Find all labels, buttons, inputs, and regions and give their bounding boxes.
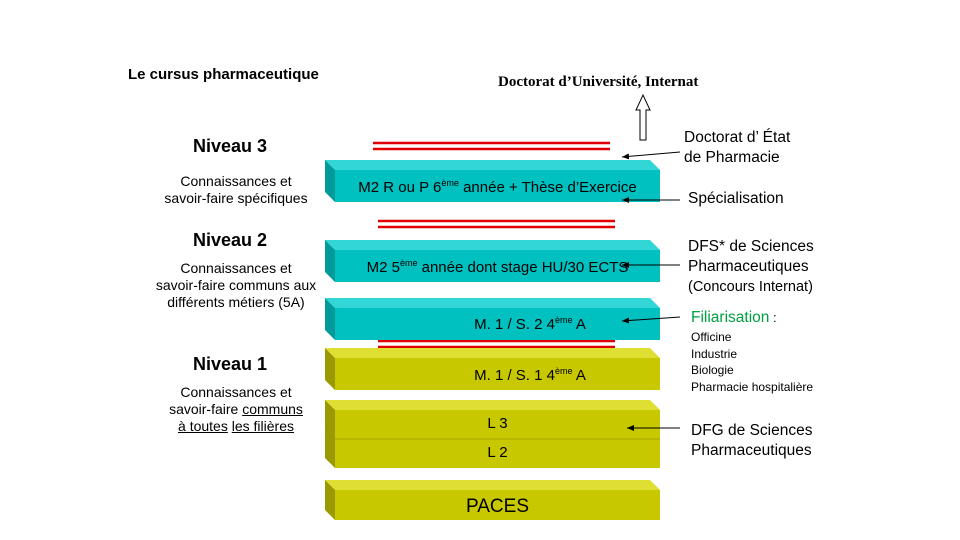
slab-m1-s1-label: M. 1 / S. 1 4ème A xyxy=(474,366,586,384)
page-title: Le cursus pharmaceutique xyxy=(128,66,319,83)
slab-m1-s2 xyxy=(325,298,660,340)
dfs-label: DFS* de Sciences Pharmaceutiques (Concou… xyxy=(688,238,814,295)
slab-m2-5 xyxy=(325,240,660,282)
filieres-list: Officine Industrie Biologie Pharmacie ho… xyxy=(691,329,813,395)
level-1-heading: Niveau 1 xyxy=(192,354,268,374)
level-1-description: Connaissances et savoir-faire communs à … xyxy=(169,384,303,434)
slab-l2-label: L 2 xyxy=(487,444,508,461)
slab-m2-r-label: M2 R ou P 6ème année + Thèse d’Exercice xyxy=(358,178,637,196)
slab-m1-s2-label: M. 1 / S. 2 4ème A xyxy=(474,315,586,333)
slab-m2-5-label: M2 5ème année dont stage HU/30 ECTS xyxy=(366,258,629,276)
slab-l3-label: L 3 xyxy=(487,415,508,432)
red-separator-1 xyxy=(373,141,610,151)
level-3-heading: Niveau 3 xyxy=(192,136,268,156)
slab-paces-label: PACES xyxy=(465,496,529,517)
slab-m2-r xyxy=(325,160,660,202)
dfg-label: DFG de Sciences Pharmaceutiques xyxy=(691,422,813,459)
red-separator-3 xyxy=(378,339,615,349)
slab-l3-l2 xyxy=(324,400,660,468)
list-item: Pharmacie hospitalière xyxy=(691,379,814,394)
arrow-filiarisation xyxy=(621,316,681,324)
top-outcome-label: Doctorat d’Université, Internat xyxy=(498,74,699,90)
doctorat-etat-label: Doctorat d’ État de Pharmacie xyxy=(684,129,791,166)
level-2-description: Connaissances et savoir-faire communs au… xyxy=(155,260,317,310)
specialisation-label: Spécialisation xyxy=(688,190,784,207)
list-item: Biologie xyxy=(691,363,734,377)
filiarisation-label: Filiarisation : xyxy=(691,309,777,326)
slab-m1-s1 xyxy=(325,348,660,390)
up-arrow-icon xyxy=(635,93,651,141)
red-separator-2 xyxy=(378,219,615,229)
list-item: Industrie xyxy=(691,346,738,361)
level-2-heading: Niveau 2 xyxy=(192,230,268,250)
list-item: Officine xyxy=(691,330,732,344)
arrow-doctorat xyxy=(621,151,681,160)
slab-paces xyxy=(325,480,660,520)
level-3-description: Connaissances et savoir-faire spécifique… xyxy=(164,173,308,206)
